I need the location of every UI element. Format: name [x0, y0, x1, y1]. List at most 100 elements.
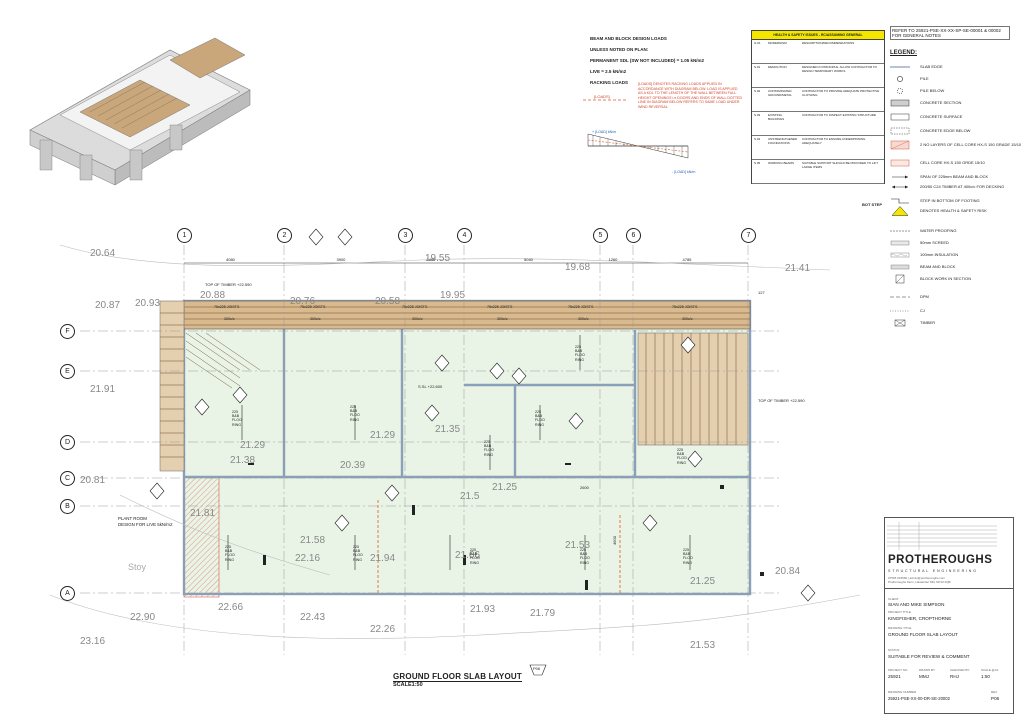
- legend-item: 100mm INSULATION: [890, 250, 1010, 262]
- joist-spacing: 300c/c: [412, 317, 423, 321]
- spot-level: 21.29: [240, 440, 266, 451]
- notes-racking-heading: RACKING LOADS: [590, 80, 628, 85]
- concsurf-symbol-icon: [890, 113, 910, 121]
- legend-item: CJ: [890, 306, 1010, 318]
- legend-label: CELL CORE HX-S 150 GRDE 15/10: [920, 160, 985, 165]
- project-value: KINGFISHER, CROPTHORNE: [888, 616, 952, 621]
- tb-meta-value: MMJ: [919, 674, 929, 679]
- grid-dimension: 4785: [682, 257, 692, 262]
- company-contact: 07565 615560 | admin@protheroughs.com: [888, 576, 946, 580]
- grid-row-bubble: D: [60, 435, 75, 450]
- hs-item: WORKING BEAMS: [768, 161, 795, 165]
- spot-level: 21.81: [190, 508, 216, 519]
- insul-symbol-icon: [890, 252, 910, 258]
- revision-table: [887, 522, 997, 555]
- hs-desc: CONTRACTOR TO ENSURE UNDERPINNING ADEQUA…: [802, 137, 866, 145]
- grid-column-bubble: 7: [741, 228, 756, 243]
- cellcore-symbol-icon: [890, 140, 910, 150]
- joist-label: 75x225 JOISTS: [402, 305, 428, 309]
- joist-label: 75x225 JOISTS: [300, 305, 326, 309]
- company-subtitle: STRUCTURAL ENGINEERING: [888, 569, 978, 573]
- racking-text: [LOADS] DENOTES RACKING LOADS APPLIED IN…: [638, 82, 743, 109]
- spot-level: 22.66: [218, 602, 244, 613]
- hs-item: UNSTRENGTHENED FOUNDATIONS: [768, 137, 798, 145]
- company-brand: PROTHEROUGHS: [888, 554, 993, 566]
- tb-meta-label: CHECKED BY: [950, 668, 970, 672]
- spot-level: 23.16: [80, 636, 106, 647]
- design-notes: BEAM AND BLOCK DESIGN LOADS UNLESS NOTED…: [590, 36, 750, 91]
- ssl-label: S.SL +22.600: [418, 384, 443, 389]
- cellcore1-symbol-icon: [890, 159, 910, 167]
- beam-block-label: 225 B&B FLOORING: [580, 548, 590, 565]
- load-tag: [LOADS]: [594, 94, 610, 99]
- legend-label: STEP IN BOTTOM OF FOOTING: [920, 198, 980, 203]
- legend-label: TIMBER: [920, 320, 936, 325]
- grid-row-bubble: F: [60, 324, 75, 339]
- hs-ref: S.05: [754, 161, 761, 165]
- grid-dimension: 2400: [426, 257, 436, 262]
- spot-level: 21.93: [470, 604, 496, 615]
- hs-item: CONTAMINATED GROUND/METAL: [768, 89, 792, 97]
- legend-item: BEAM AND BLOCK: [890, 262, 1010, 274]
- drawing-title-label: DRAWING TITLE: [888, 626, 912, 630]
- beam-block-label: 225 B&B FLOORING: [232, 410, 242, 427]
- span-symbol-icon: [892, 175, 908, 179]
- load-diagram-bottom: - [LOAD] kN/m: [672, 170, 696, 174]
- legend-label: CONCRETE SURFACE: [920, 114, 963, 119]
- wp-symbol-icon: [890, 230, 910, 232]
- legend-label: CJ: [920, 308, 925, 313]
- bot-step-label: BOT STEP: [862, 202, 883, 207]
- joist-spacing: 300c/c: [224, 317, 235, 321]
- grid-dimension: 4080: [226, 257, 235, 262]
- legend-label: 100mm INSULATION: [920, 252, 959, 257]
- isometric-model: [29, 37, 251, 186]
- legend-title: LEGEND:: [890, 50, 917, 56]
- concbelow-symbol-icon: [890, 127, 910, 135]
- notes-line-1: UNLESS NOTED ON PLAN:: [590, 47, 649, 52]
- spot-level: 21.58: [300, 535, 326, 546]
- tb-meta-label: SCALE @A1: [981, 668, 999, 672]
- hs-ref: G.01: [754, 41, 761, 45]
- spot-level: 21.79: [530, 608, 556, 619]
- spot-level: 21.66: [455, 550, 481, 561]
- spot-level: 22.90: [130, 612, 156, 623]
- legend-label: PILE BELOW: [920, 88, 945, 93]
- hs-item: EXISTING BUILDINGS: [768, 113, 785, 121]
- legend-label: 50mm SCREED: [920, 240, 949, 245]
- legend-item: CELL CORE HX-S 150 GRDE 15/10: [890, 158, 1010, 172]
- spot-level: 21.25: [492, 482, 518, 493]
- beam-block-label: 225 B&B FLOORING: [350, 405, 360, 422]
- legend-item: SPAN OF 225mm BEAM AND BLOCK: [890, 172, 1010, 182]
- sheet-title: GROUND FLOOR SLAB LAYOUT: [393, 672, 522, 682]
- notes-line-2: PERMANENT SDL (SW NOT INCLUDED) = 1.05 k…: [590, 58, 705, 63]
- legend-label: SLAB EDGE: [920, 64, 943, 69]
- spot-level: 21.41: [785, 263, 811, 274]
- rev-tag-text: P06: [533, 666, 541, 671]
- timber-symbol-icon: [892, 185, 908, 189]
- joist-label: 75x225 JOISTS: [214, 305, 240, 309]
- revision-value: P06: [991, 696, 1000, 701]
- bb-symbol-icon: [890, 264, 910, 270]
- hs-ref: S.01: [754, 65, 761, 69]
- spot-level: 21.35: [435, 424, 461, 435]
- plant-room-label: PLANT ROOM: [118, 516, 147, 521]
- beam-block-label: 225 B&B FLOORING: [677, 448, 687, 465]
- hs-table-header: HEALTH & SAFETY ISSUES - RC/ASSUMING GEN…: [752, 31, 884, 40]
- spot-level: 22.43: [300, 612, 326, 623]
- drawing-number-label: DRAWING NUMBER: [888, 690, 917, 694]
- spot-level: 21.53: [690, 640, 716, 651]
- hs-desc: DESIGNED IN PRINCIPLE. ALLOW CONTRACTOR …: [802, 65, 878, 73]
- spot-level: 21.38: [230, 455, 256, 466]
- legend-item: STEP IN BOTTOM OF FOOTING: [890, 196, 1010, 206]
- beam-block-label: 225 B&B FLOORING: [470, 548, 480, 565]
- screed-symbol-icon: [890, 240, 910, 246]
- tb-meta-label: PROJECT NO.: [888, 668, 909, 672]
- legend-item: PILE: [890, 74, 1010, 86]
- status-label: STATUS: [888, 648, 900, 652]
